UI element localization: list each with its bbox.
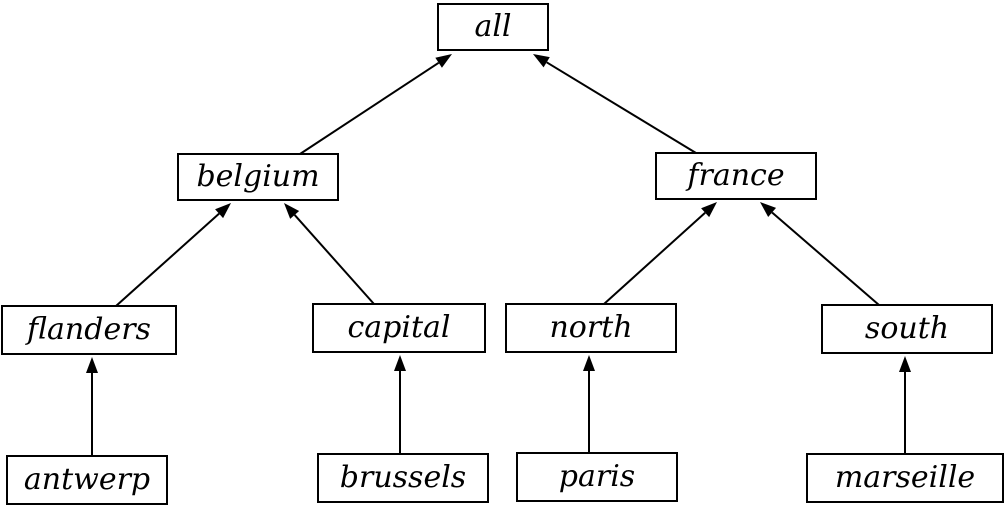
node-belgium: belgium — [177, 153, 339, 201]
arrowhead-icon — [394, 355, 406, 371]
node-label: north — [549, 310, 632, 345]
arrowhead-icon — [533, 54, 550, 68]
node-box — [1, 305, 177, 355]
node-box — [6, 455, 168, 505]
node-south: south — [821, 304, 993, 354]
node-label: flanders — [25, 312, 151, 347]
node-box — [312, 303, 486, 353]
node-label: all — [474, 9, 511, 44]
node-marseille: marseille — [806, 453, 1004, 503]
edges-layer — [86, 54, 911, 456]
arrowhead-icon — [215, 203, 231, 219]
edge-north-france — [603, 202, 717, 305]
edge-line — [293, 214, 375, 305]
arrowhead-icon — [760, 202, 777, 218]
edge-flanders-belgium — [115, 203, 231, 307]
arrowhead-icon — [701, 202, 717, 218]
edge-capital-belgium — [284, 203, 375, 305]
node-paris: paris — [516, 452, 678, 502]
node-box — [821, 304, 993, 354]
node-box — [177, 153, 339, 201]
node-all: all — [437, 3, 549, 51]
node-label: capital — [347, 310, 450, 345]
edge-line — [603, 211, 706, 305]
node-brussels: brussels — [317, 453, 489, 503]
arrowhead-icon — [284, 203, 300, 219]
edge-france-all — [533, 54, 697, 154]
edge-line — [546, 61, 697, 154]
node-antwerp: antwerp — [6, 455, 168, 505]
node-box — [317, 453, 489, 503]
arrowhead-icon — [583, 355, 595, 371]
node-label: belgium — [196, 159, 319, 194]
edge-marseille-south — [899, 356, 911, 454]
node-label: paris — [559, 459, 635, 494]
node-label: antwerp — [24, 462, 150, 497]
edge-line — [771, 211, 880, 306]
node-north: north — [505, 303, 677, 353]
arrowhead-icon — [899, 356, 911, 372]
node-box — [655, 152, 817, 200]
node-label: france — [685, 158, 784, 193]
node-france: france — [655, 152, 817, 200]
edge-paris-north — [583, 355, 595, 453]
edge-south-france — [760, 202, 880, 306]
node-label: marseille — [835, 460, 975, 495]
edge-line — [115, 212, 220, 307]
edge-brussels-capital — [394, 355, 406, 454]
node-label: south — [865, 311, 949, 346]
node-box — [437, 3, 549, 51]
node-box — [806, 453, 1004, 503]
arrowhead-icon — [435, 54, 452, 68]
node-label: brussels — [340, 460, 466, 495]
node-box — [505, 303, 677, 353]
arrowhead-icon — [86, 357, 98, 373]
node-flanders: flanders — [1, 305, 177, 355]
nodes-layer: all belgium france flanders capital north sout… — [1, 3, 1004, 505]
edge-antwerp-flanders — [86, 357, 98, 456]
node-capital: capital — [312, 303, 486, 353]
edge-belgium-all — [299, 54, 452, 155]
edge-line — [299, 61, 440, 155]
node-box — [516, 452, 678, 502]
